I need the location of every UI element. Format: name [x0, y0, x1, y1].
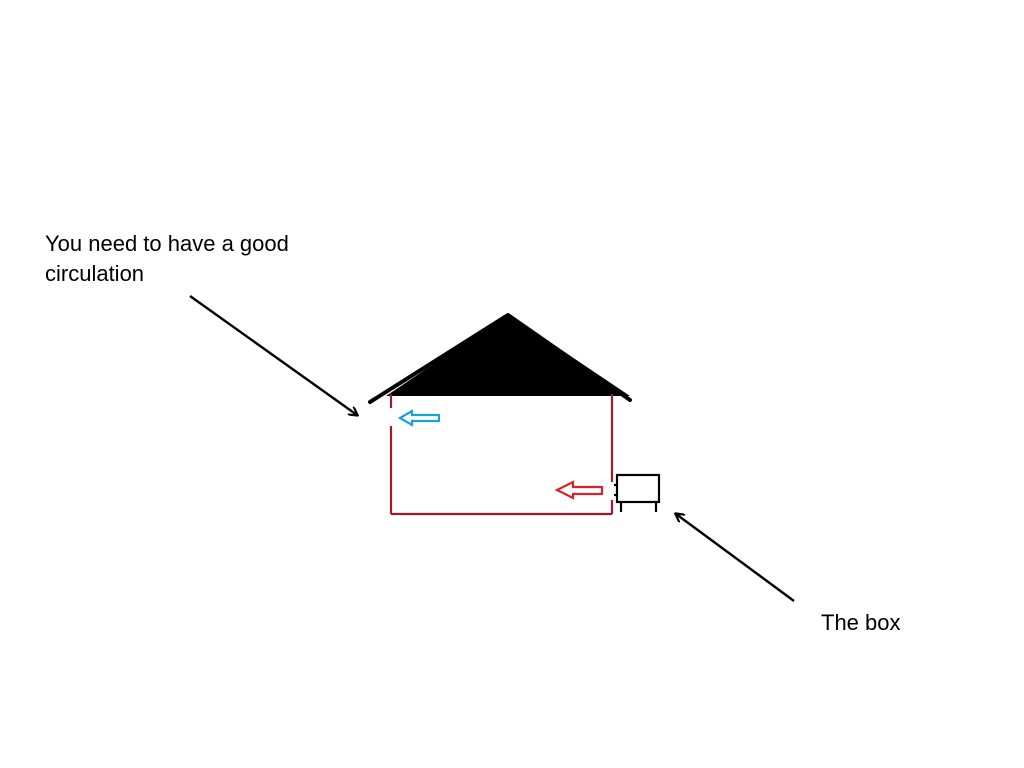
house-walls	[391, 394, 612, 514]
box-annotation: The box	[821, 608, 941, 638]
circulation-pointer-arrow-icon	[190, 296, 357, 415]
box-unit	[614, 475, 659, 512]
circulation-annotation: You need to have a good circulation	[45, 229, 325, 289]
warm-airflow-arrow-icon	[557, 482, 602, 498]
cold-airflow-arrow-icon	[400, 411, 439, 425]
house-roof	[386, 314, 630, 396]
box-body	[617, 475, 659, 502]
box-pointer-arrow-icon	[676, 514, 794, 601]
